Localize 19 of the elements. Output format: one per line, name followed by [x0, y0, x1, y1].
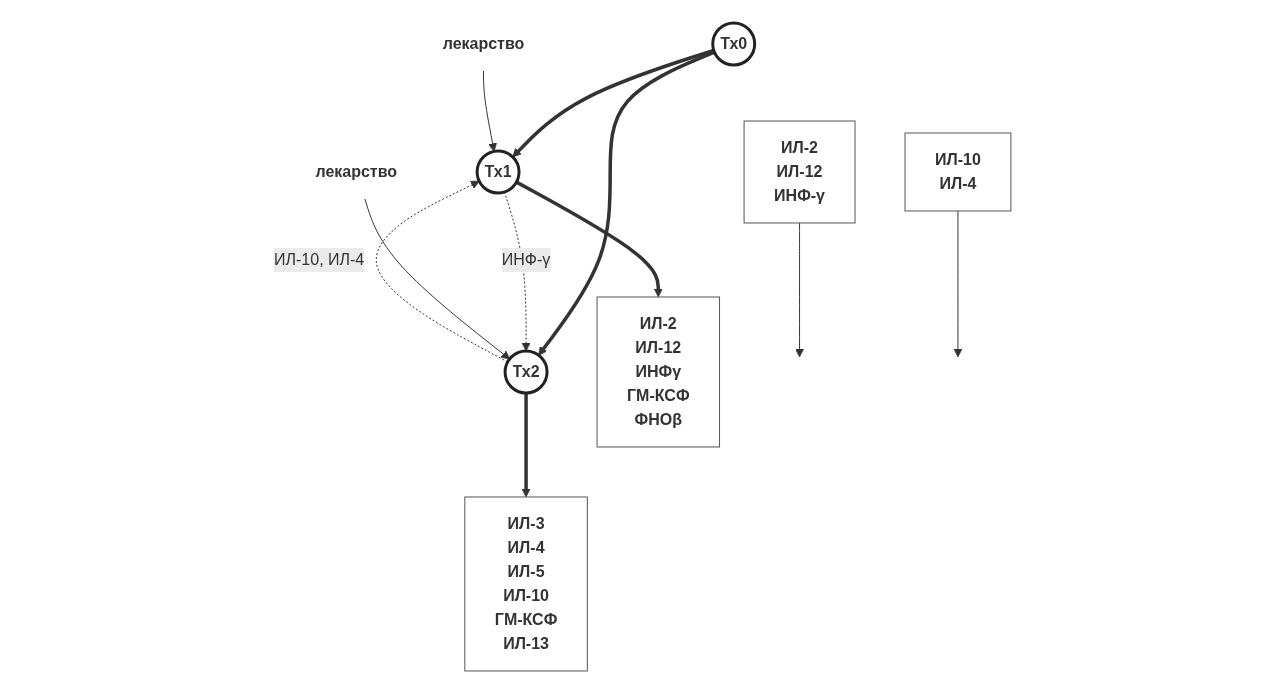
arrow: [521, 393, 531, 498]
arrow: [482, 70, 497, 152]
node-box: ИЛ-2 ИЛ-12 ИНФ-γ: [743, 120, 856, 224]
node-circle: Тх2: [503, 349, 549, 395]
node-box: ИЛ-3 ИЛ-4 ИЛ-5 ИЛ-10 ГМ-КСФ ИЛ-13: [463, 496, 588, 672]
node-circle: Тх0: [710, 21, 756, 67]
node-box: ИЛ-2 ИЛ-12 ИНФγ ГМ-КСФ ФНОβ: [596, 296, 720, 448]
node-circle: Тх1: [475, 149, 521, 195]
node-text: лекарство: [442, 35, 524, 52]
node-box: ИЛ-10 ИЛ-4: [904, 132, 1011, 212]
arrow: [511, 48, 714, 158]
edge-label: ИЛ-10, ИЛ-4: [273, 250, 364, 268]
arrow: [794, 222, 804, 358]
arrow: [515, 180, 663, 298]
arrow: [953, 210, 962, 358]
node-text: лекарство: [314, 163, 397, 180]
arrow: [537, 50, 715, 356]
arrow: [363, 198, 510, 360]
edge-label: ИНФ-γ: [501, 250, 550, 268]
